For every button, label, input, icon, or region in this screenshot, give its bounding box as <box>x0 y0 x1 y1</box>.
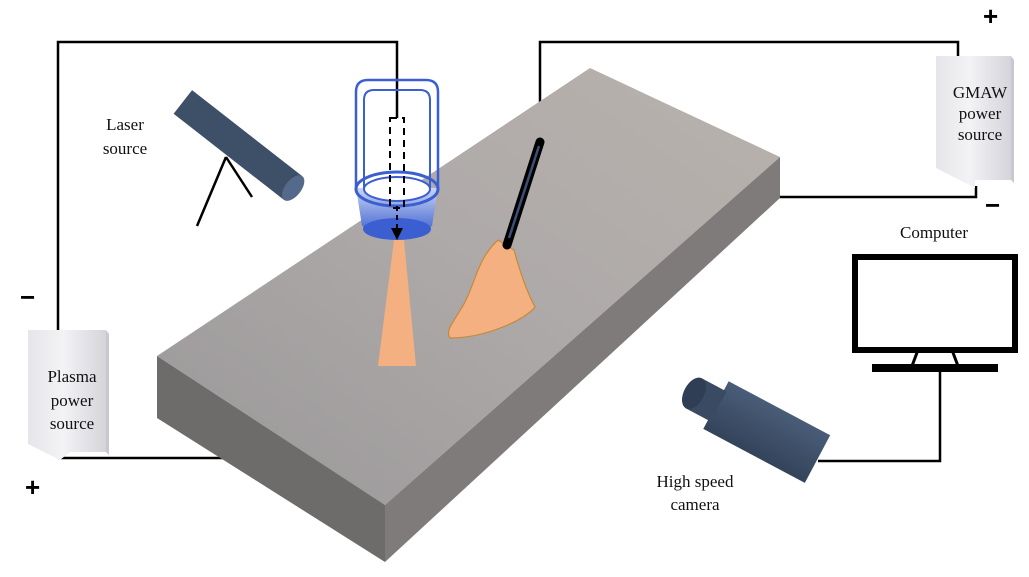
gmaw-torch <box>447 137 545 339</box>
gmaw-power-source-label: GMAW power source <box>942 82 1018 145</box>
laser-tube-body <box>173 90 303 200</box>
gmaw-power-source <box>936 56 1014 188</box>
camera-lens-front <box>681 377 706 410</box>
plasma-power-source <box>28 330 109 460</box>
torch-ring-inner <box>363 176 431 202</box>
laser-label-line2: source <box>102 139 148 158</box>
monitor-base <box>872 364 998 372</box>
monitor-stand-right <box>950 349 960 367</box>
plasma-power-source-label: Plasma power source <box>34 366 110 434</box>
monitor-stand-left <box>910 349 920 367</box>
plate-side-face <box>385 157 780 562</box>
camera-label-line1: High speed <box>656 472 734 491</box>
gmaw-wire-highlight <box>507 145 541 239</box>
electrode-arrow <box>391 228 403 240</box>
laser-source <box>173 90 305 227</box>
plasma-negative-sign: − <box>20 282 36 312</box>
plasma-label-line1: Plasma <box>47 367 97 386</box>
plasma-box <box>28 330 106 460</box>
plasma-label-line3: source <box>49 414 95 433</box>
torch-inner-sleeve <box>363 89 431 190</box>
gmaw-label-line3: source <box>957 125 1003 144</box>
plate-front-face <box>157 356 385 562</box>
gmaw-positive-sign: + <box>983 1 999 31</box>
tripod-leg-right <box>224 156 254 198</box>
laser-tube-end <box>281 175 305 201</box>
plasma-torch <box>354 78 440 366</box>
camera-wire-to-computer <box>818 372 942 463</box>
gmaw-label-line2: power <box>958 104 1002 123</box>
camera-body <box>703 381 831 483</box>
gmaw-box-shade <box>1011 56 1014 183</box>
workpiece-plate <box>157 68 780 562</box>
gmaw-arc <box>447 239 536 339</box>
gmaw-wire-to-torch <box>538 40 960 140</box>
camera-lens-barrel <box>685 378 727 422</box>
high-speed-camera <box>681 377 831 483</box>
plate-top-face <box>157 68 780 505</box>
gmaw-box <box>936 56 1011 188</box>
plasma-box-shade <box>106 330 109 455</box>
torch-outer-sleeve <box>354 78 440 190</box>
plasma-positive-sign: + <box>25 472 41 502</box>
laser-source-label: Laser source <box>90 114 160 159</box>
plasma-arc <box>378 240 416 366</box>
gmaw-wire-to-plate <box>758 186 978 199</box>
high-speed-camera-label: High speed camera <box>640 471 750 515</box>
computer-monitor <box>852 254 1018 372</box>
plasma-label-line2: power <box>50 391 94 410</box>
computer-label: Computer <box>900 223 968 242</box>
gmaw-negative-sign: − <box>985 190 1001 220</box>
gmaw-label-line1: GMAW <box>952 83 1008 102</box>
tripod-leg-left <box>195 156 228 227</box>
camera-label-line2: camera <box>670 495 720 514</box>
laser-label-line1: Laser <box>106 115 144 134</box>
monitor-frame <box>852 254 1018 353</box>
